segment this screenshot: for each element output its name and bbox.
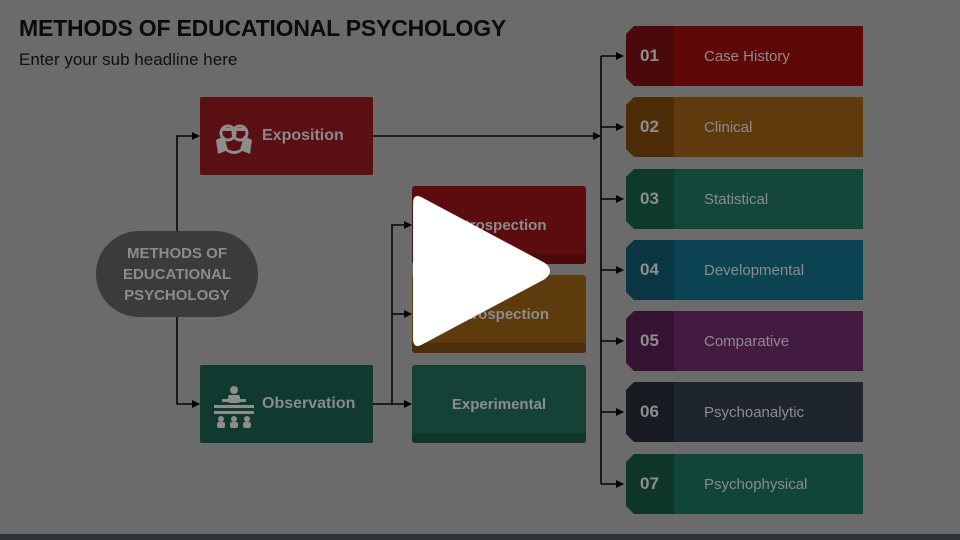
connector-center-observation — [176, 317, 200, 408]
observation-node: Observation — [200, 365, 373, 443]
method-number: 03 — [640, 189, 659, 208]
method-item-05: 05 Comparative — [626, 311, 863, 371]
method-number: 07 — [640, 474, 659, 493]
teacher-icon — [216, 124, 252, 154]
method-body: Comparative — [674, 311, 863, 371]
method-body: Clinical — [674, 97, 863, 157]
audience-icon — [214, 386, 254, 428]
experimental-node: Experimental — [412, 365, 586, 443]
method-number-tab: 04 — [626, 240, 676, 300]
method-item-04: 04 Developmental — [626, 240, 863, 300]
method-item-01: 01 Case History — [626, 26, 863, 86]
method-number-tab: 03 — [626, 169, 676, 229]
slide-title: METHODS OF EDUCATIONAL PSYCHOLOGY — [19, 15, 507, 41]
exposition-label: Exposition — [262, 127, 344, 144]
method-label: Psychophysical — [704, 475, 808, 493]
method-item-02: 02 Clinical — [626, 97, 863, 157]
exposition-node: Exposition — [200, 97, 373, 175]
observation-label: Observation — [262, 395, 356, 412]
method-label: Clinical — [704, 118, 753, 136]
slide-subtitle: Enter your sub headline here — [19, 50, 238, 69]
method-body: Case History — [674, 26, 863, 86]
method-body: Psychoanalytic — [674, 382, 863, 442]
method-label: Case History — [704, 47, 790, 65]
method-label: Statistical — [704, 190, 769, 208]
experimental-lip — [412, 433, 586, 443]
connector-center-exposition — [176, 132, 200, 231]
method-label: Psychoanalytic — [704, 403, 805, 421]
method-item-03: 03 Statistical — [626, 169, 863, 229]
method-number: 05 — [640, 331, 659, 350]
method-number-tab: 01 — [626, 26, 676, 86]
extrospection-lip — [412, 343, 586, 353]
method-label: Developmental — [704, 261, 805, 279]
method-number-tab: 02 — [626, 97, 676, 157]
method-number: 06 — [640, 402, 659, 421]
method-item-07: 07 Psychophysical — [626, 454, 863, 514]
center-node: METHODS OF EDUCATIONAL PSYCHOLOGY — [96, 231, 258, 317]
method-number-tab: 06 — [626, 382, 676, 442]
method-number: 04 — [640, 260, 659, 279]
method-item-06: 06 Psychoanalytic — [626, 382, 863, 442]
method-label: Comparative — [704, 332, 790, 350]
method-body: Statistical — [674, 169, 863, 229]
method-number-tab: 07 — [626, 454, 676, 514]
center-node-label: METHODS OF EDUCATIONAL PSYCHOLOGY — [122, 244, 232, 304]
method-number: 01 — [640, 46, 659, 65]
method-number-tab: 05 — [626, 311, 676, 371]
play-icon[interactable] — [409, 188, 555, 354]
bottom-bar — [0, 534, 960, 540]
method-number: 02 — [640, 117, 659, 136]
experimental-label: Experimental — [451, 396, 547, 413]
method-body: Developmental — [674, 240, 863, 300]
method-body: Psychophysical — [674, 454, 863, 514]
